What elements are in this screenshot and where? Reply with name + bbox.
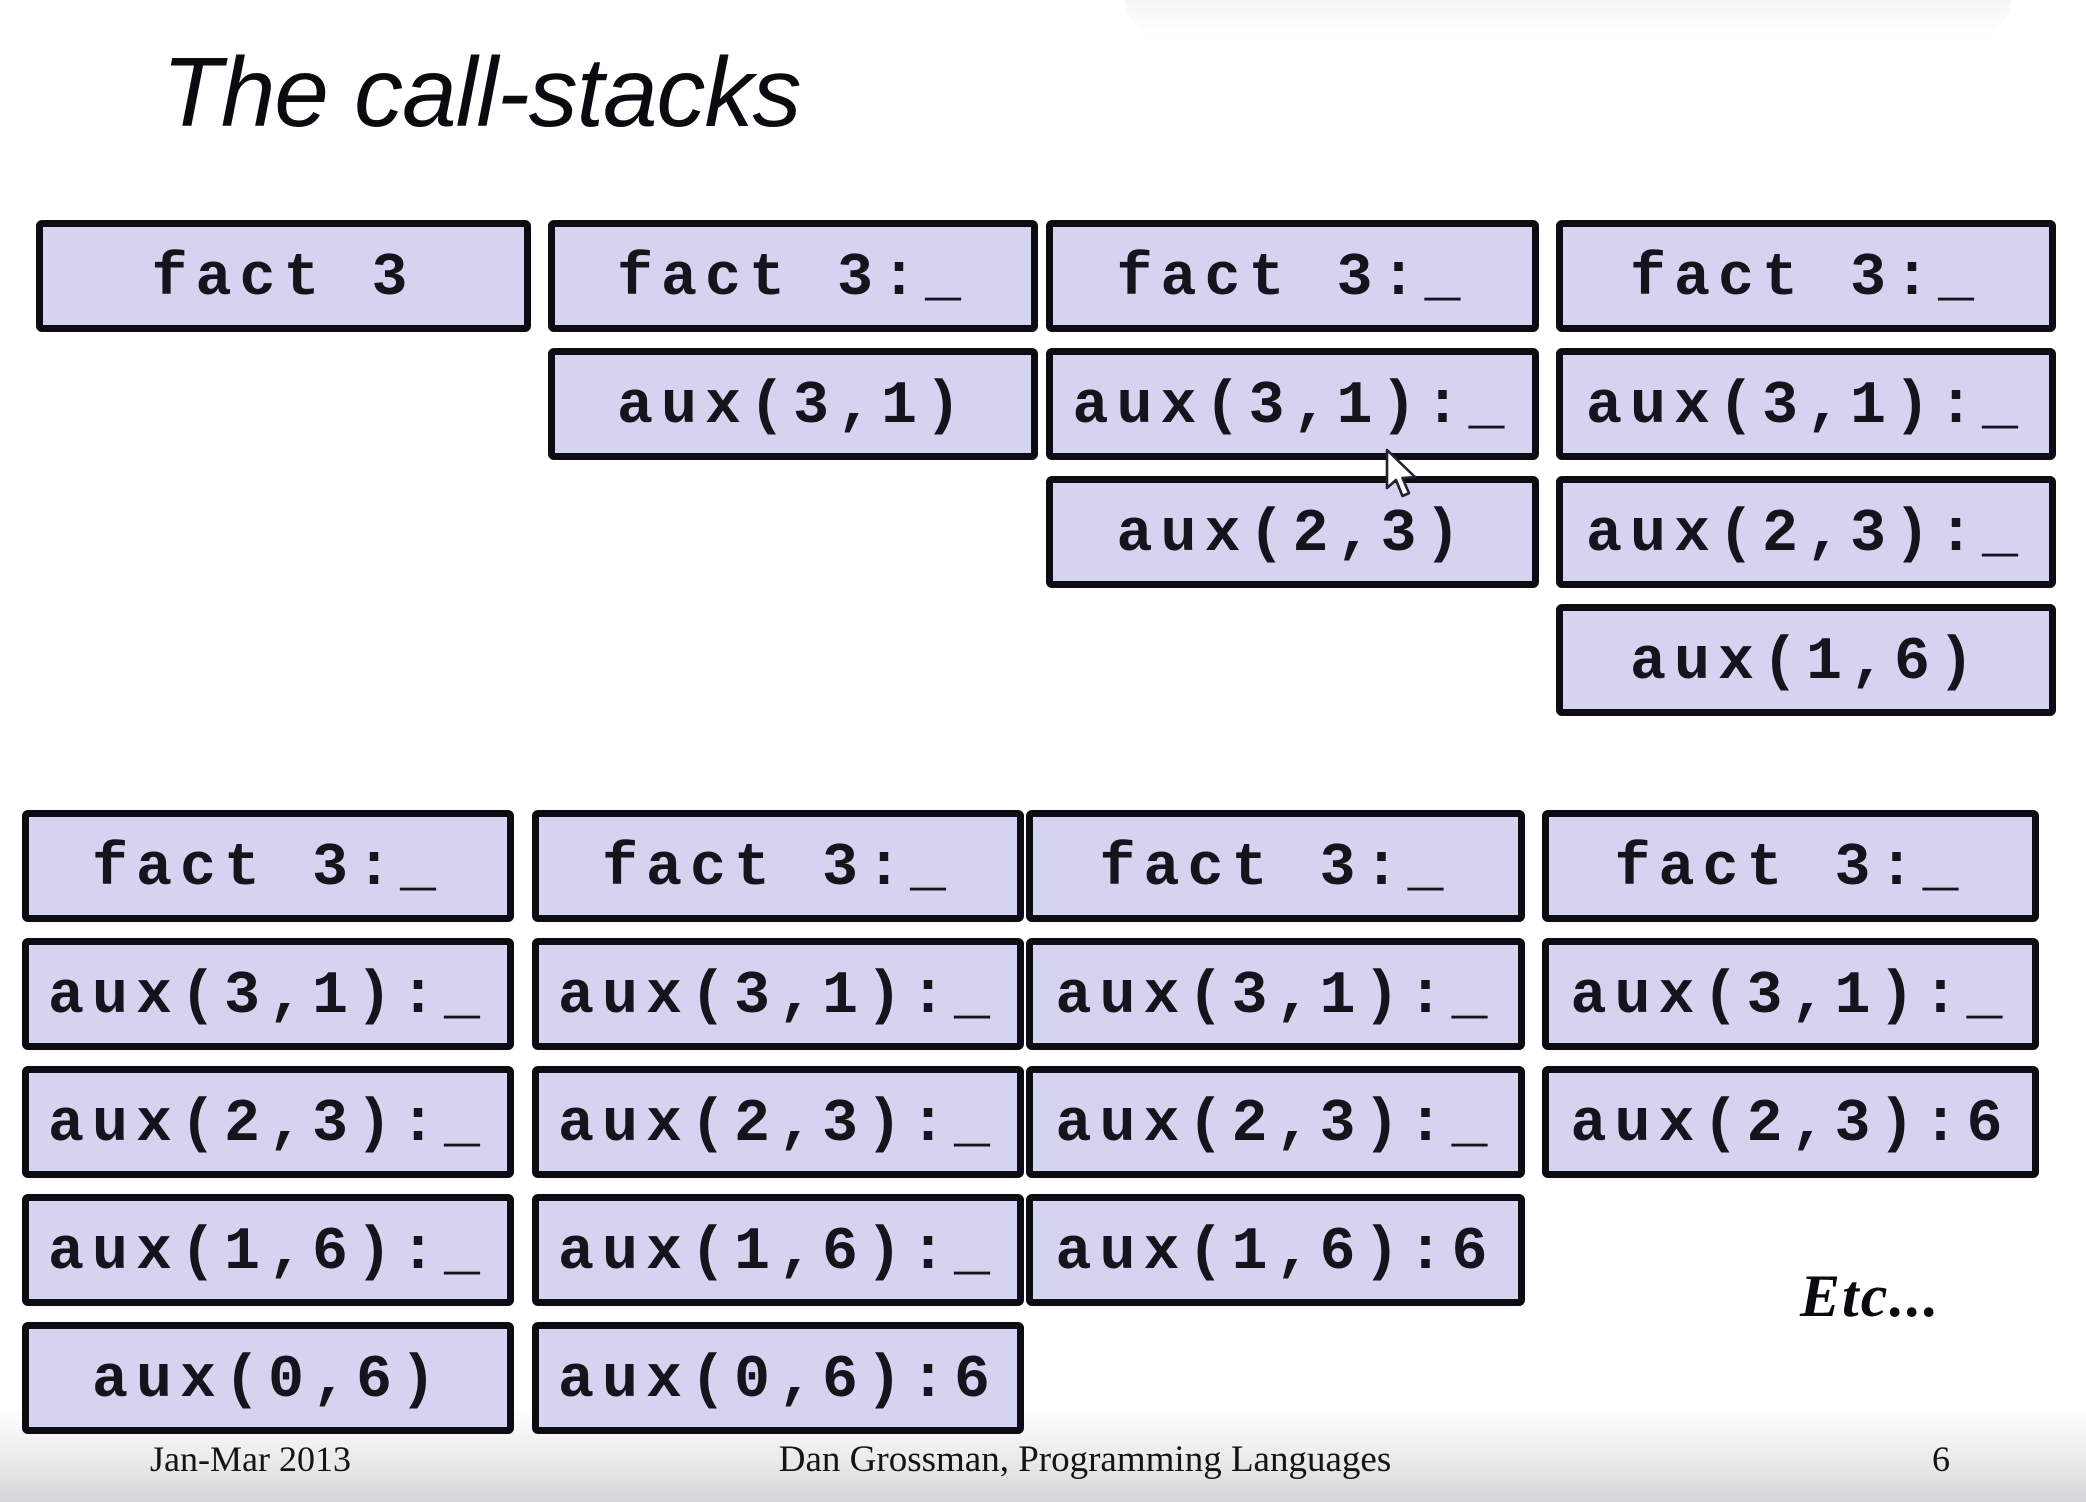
stack-frame: fact 3 — [36, 220, 531, 332]
stack-frame: aux(1,6) — [1556, 604, 2056, 716]
stack-frame: aux(0,6):6 — [532, 1322, 1024, 1434]
call-stack-bottom-1: fact 3:_ aux(3,1):_ aux(2,3):_ aux(1,6):… — [22, 810, 514, 1434]
etc-annotation: Etc... — [1800, 1263, 1941, 1329]
stack-frame: fact 3:_ — [1542, 810, 2039, 922]
stack-frame: aux(3,1):_ — [1026, 938, 1525, 1050]
call-stack-bottom-4: fact 3:_ aux(3,1):_ aux(2,3):6 — [1542, 810, 2039, 1178]
stack-frame: aux(0,6) — [22, 1322, 514, 1434]
mouse-cursor-icon — [1385, 448, 1417, 498]
stack-frame: aux(2,3):6 — [1542, 1066, 2039, 1178]
top-player-ghost-bar — [1124, 0, 2012, 38]
page-title: The call-stacks — [162, 37, 802, 147]
stack-frame: aux(3,1):_ — [532, 938, 1024, 1050]
stack-frame: aux(3,1):_ — [1542, 938, 2039, 1050]
call-stack-bottom-2: fact 3:_ aux(3,1):_ aux(2,3):_ aux(1,6):… — [532, 810, 1024, 1434]
stack-frame: aux(2,3) — [1046, 476, 1539, 588]
footer-author: Dan Grossman, Programming Languages — [778, 1439, 1392, 1480]
stack-frame: aux(3,1):_ — [1046, 348, 1539, 460]
stack-frame: fact 3:_ — [22, 810, 514, 922]
stack-frame: aux(3,1):_ — [22, 938, 514, 1050]
footer-page-number: 6 — [1932, 1439, 1950, 1479]
stack-frame: aux(2,3):_ — [1556, 476, 2056, 588]
stack-frame: aux(2,3):_ — [532, 1066, 1024, 1178]
call-stack-bottom-3: fact 3:_ aux(3,1):_ aux(2,3):_ aux(1,6):… — [1026, 810, 1525, 1306]
call-stack-top-4: fact 3:_ aux(3,1):_ aux(2,3):_ aux(1,6) — [1556, 220, 2056, 716]
footer-date: Jan-Mar 2013 — [150, 1439, 351, 1479]
stack-frame: fact 3:_ — [532, 810, 1024, 922]
stack-frame: aux(2,3):_ — [22, 1066, 514, 1178]
call-stack-top-1: fact 3 — [36, 220, 531, 332]
stack-frame: fact 3:_ — [1556, 220, 2056, 332]
call-stack-top-3: fact 3:_ aux(3,1):_ aux(2,3) — [1046, 220, 1539, 588]
stack-frame: aux(3,1) — [548, 348, 1038, 460]
stack-frame: aux(1,6):6 — [1026, 1194, 1525, 1306]
stack-frame: aux(2,3):_ — [1026, 1066, 1525, 1178]
stack-frame: fact 3:_ — [1026, 810, 1525, 922]
stack-frame: fact 3:_ — [1046, 220, 1539, 332]
call-stack-top-2: fact 3:_ aux(3,1) — [548, 220, 1038, 460]
stack-frame: aux(3,1):_ — [1556, 348, 2056, 460]
stack-frame: aux(1,6):_ — [22, 1194, 514, 1306]
stack-frame: fact 3:_ — [548, 220, 1038, 332]
stack-frame: aux(1,6):_ — [532, 1194, 1024, 1306]
slide-footer: Jan-Mar 2013 Dan Grossman, Programming L… — [0, 1438, 2086, 1484]
